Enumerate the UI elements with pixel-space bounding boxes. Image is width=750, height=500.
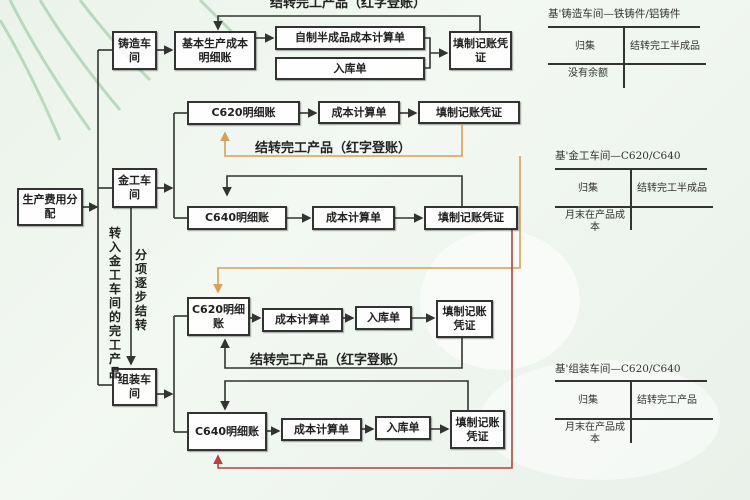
- account-debit: 归集: [578, 395, 598, 406]
- box-label: 铸造车间: [118, 36, 151, 64]
- account-title: 基'铸造车间—铁铸件/铝铸件: [548, 8, 681, 20]
- calc-voucher-arrow: [425, 37, 447, 69]
- machining-c620-voucher-box: 填制记账凭证: [418, 101, 520, 124]
- assembly-c640-ledger-box: C640明细账: [187, 412, 267, 451]
- orange-transfer: [213, 156, 521, 294]
- top-carry-label: 结转完工产品（红字登账）: [270, 0, 427, 11]
- casting-workshop-box: 铸造车间: [112, 31, 157, 70]
- account-credit: 结转完工半成品: [630, 41, 700, 52]
- assembly-workshop-box: 组装车间: [112, 368, 157, 406]
- casting-ledger-box: 基本生产成本明细账: [174, 31, 256, 70]
- account-rule: [555, 418, 713, 420]
- machining-c640-voucher-box: 填制记账凭证: [424, 206, 518, 230]
- machining-carry-label: 结转完工产品（红字登账）: [255, 141, 412, 156]
- box-label: 填制记账凭证: [436, 105, 502, 119]
- account-rule: [548, 63, 706, 65]
- account-credit: 结转完工半成品: [637, 183, 707, 194]
- account-divider: [623, 26, 625, 88]
- assembly-c620-calc-box: 成本计算单: [262, 308, 343, 332]
- account-title: 基'金工车间—C620/C640: [555, 150, 681, 162]
- account-balance: 月末在产品成本: [565, 210, 625, 233]
- account-debit: 归集: [575, 41, 595, 52]
- box-label: 金工车间: [118, 174, 151, 201]
- account-divider: [630, 168, 632, 230]
- box-label: 自制半成品成本计算单: [295, 31, 405, 45]
- account-debit: 归集: [578, 183, 598, 194]
- machining-c620-calc-box: 成本计算单: [318, 101, 400, 124]
- box-label: 填制记账凭证: [455, 415, 500, 443]
- box-label: 入库单: [367, 311, 400, 325]
- casting-voucher-box: 填制记账凭证: [449, 31, 512, 70]
- machining-c640-calc-box: 成本计算单: [312, 206, 395, 230]
- box-label: C620明细账: [191, 302, 246, 330]
- box-label: 成本计算单: [275, 313, 330, 327]
- account-title: 基'组装车间—C620/C640: [555, 363, 681, 375]
- assembly-carry-label: 结转完工产品（红字登账）: [250, 353, 407, 368]
- transfer-label: 转入金工车间的完工产品: [108, 226, 121, 380]
- box-label: 填制记账凭证: [453, 36, 508, 64]
- assembly-c640-voucher-box: 填制记账凭证: [450, 410, 505, 449]
- casting-feedback: [213, 15, 481, 31]
- box-label: C640明细账: [204, 211, 270, 225]
- step-label: 分项逐步结转: [134, 248, 147, 332]
- box-label: 成本计算单: [326, 211, 381, 225]
- box-label: 填制记账凭证: [438, 211, 504, 225]
- account-rule: [555, 206, 713, 208]
- box-label: 基本生产成本明细账: [182, 36, 248, 64]
- box-label: C620明细账: [211, 106, 276, 120]
- assembly-c620-voucher-box: 填制记账凭证: [436, 300, 493, 338]
- box-label: 成本计算单: [331, 105, 387, 119]
- casting-calc-box: 自制半成品成本计算单: [275, 26, 425, 50]
- c640-feedback: [222, 175, 463, 206]
- assembly-c620-ledger-box: C620明细账: [187, 297, 250, 336]
- machining-workshop-box: 金工车间: [112, 168, 157, 208]
- box-label: 组装车间: [118, 373, 151, 400]
- machining-c640-ledger-box: C640明细账: [187, 206, 287, 230]
- box-label: C640明细账: [194, 424, 260, 438]
- root-box: 生产费用分配: [17, 188, 83, 226]
- account-credit: 结转完工产品: [637, 395, 697, 406]
- box-label: 填制记账凭证: [442, 305, 487, 332]
- a620-feedback: [220, 338, 463, 369]
- assembly-c640-stock-box: 入库单: [375, 416, 431, 440]
- box-label: 生产费用分配: [22, 193, 78, 220]
- account-balance: 没有余额: [568, 68, 608, 79]
- red-transfer: [213, 230, 513, 469]
- account-balance: 月末在产品成本: [565, 422, 625, 445]
- box-label: 入库单: [386, 421, 420, 435]
- orange-feedback: [220, 125, 463, 157]
- box-label: 成本计算单: [294, 422, 349, 436]
- box-label: 入库单: [333, 61, 367, 75]
- account-divider: [630, 380, 632, 443]
- casting-stock-box: 入库单: [275, 57, 425, 80]
- machining-c620-ledger-box: C620明细账: [187, 101, 300, 125]
- assembly-c620-stock-box: 入库单: [355, 306, 412, 330]
- a640-feedback: [220, 380, 469, 411]
- assembly-c640-calc-box: 成本计算单: [281, 418, 362, 441]
